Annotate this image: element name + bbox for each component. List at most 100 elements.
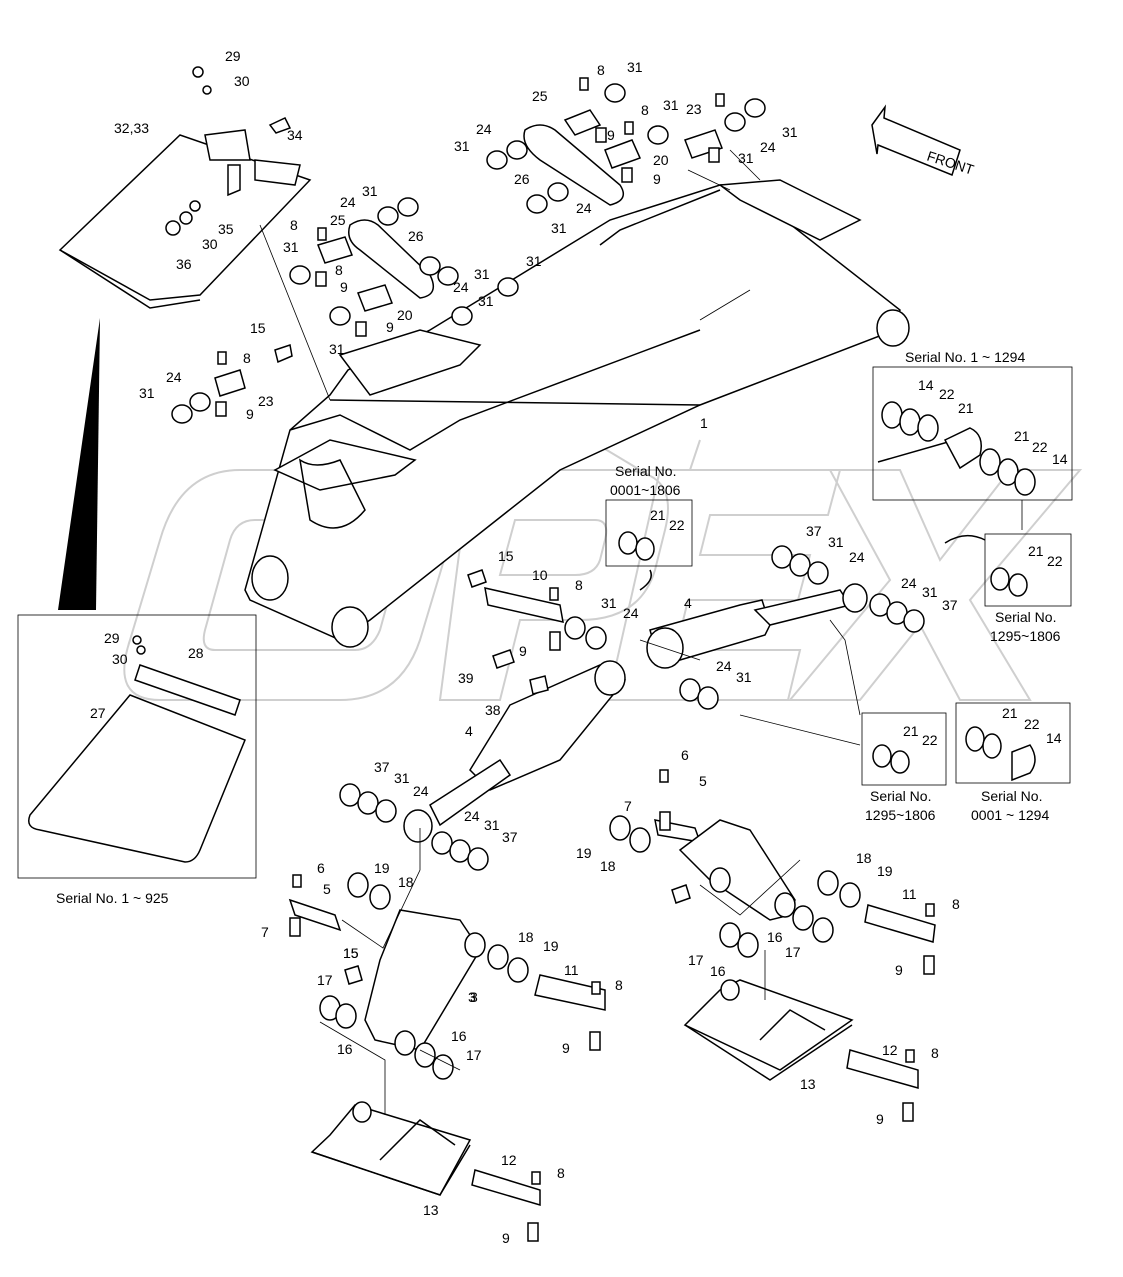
callout: 24 bbox=[453, 279, 469, 295]
callout: 11 bbox=[564, 962, 579, 978]
callout: 18 bbox=[518, 929, 534, 945]
callout: 31 bbox=[828, 534, 844, 550]
upper-link-group bbox=[214, 109, 723, 397]
callout: 17 bbox=[317, 972, 333, 988]
callout: 31 bbox=[526, 253, 542, 269]
base-plate-right bbox=[683, 979, 919, 1122]
serial-note: Serial No. bbox=[995, 609, 1056, 625]
callout: 24 bbox=[340, 194, 356, 210]
callout: 30 bbox=[202, 236, 218, 252]
direction-wedge bbox=[58, 318, 100, 610]
callout: 31 bbox=[362, 183, 378, 199]
callout: 31 bbox=[329, 341, 345, 357]
callout: 10 bbox=[532, 567, 548, 583]
callout: 17 bbox=[466, 1047, 482, 1063]
callout: 37 bbox=[374, 759, 390, 775]
callout: 15 bbox=[343, 945, 359, 961]
callout: 26 bbox=[514, 171, 530, 187]
callout: 3 bbox=[470, 989, 478, 1005]
serial-note: 0001 ~ 1294 bbox=[971, 807, 1049, 823]
washers bbox=[171, 83, 766, 424]
callout: 34 bbox=[287, 127, 303, 143]
callout: 8 bbox=[641, 102, 649, 118]
pin-10 bbox=[484, 587, 564, 623]
callout: 31 bbox=[601, 595, 617, 611]
callout: 31 bbox=[283, 239, 299, 255]
callout: 31 bbox=[736, 669, 752, 685]
callout: 24 bbox=[464, 808, 480, 824]
serial-box-1-925 bbox=[17, 614, 257, 879]
callout: 15 bbox=[343, 945, 359, 961]
callout: 31 bbox=[922, 584, 938, 600]
callout: 19 bbox=[576, 845, 592, 861]
callout: 35 bbox=[218, 221, 234, 237]
callout: 22 bbox=[1047, 553, 1063, 569]
callout: 17 bbox=[785, 944, 801, 960]
callout: 9 bbox=[653, 171, 661, 187]
callout: 31 bbox=[474, 266, 490, 282]
callout: 31 bbox=[551, 220, 567, 236]
callout: 9 bbox=[876, 1111, 884, 1127]
callout: 7 bbox=[624, 798, 632, 814]
callout: 21 bbox=[1002, 705, 1018, 721]
callout: 24 bbox=[760, 139, 776, 155]
callout: 37 bbox=[942, 597, 958, 613]
serial-note: Serial No. 1 ~ 925 bbox=[56, 890, 169, 906]
serial-box-0001-1806 bbox=[605, 499, 693, 567]
callout: 9 bbox=[246, 406, 254, 422]
callout: 22 bbox=[1032, 439, 1048, 455]
serial-note: 1295~1806 bbox=[865, 807, 936, 823]
callout: 4 bbox=[684, 595, 692, 611]
callout: 31 bbox=[782, 124, 798, 140]
callout: 24 bbox=[476, 121, 492, 137]
callout: 16 bbox=[451, 1028, 467, 1044]
callout: 14 bbox=[918, 377, 934, 393]
callout: 30 bbox=[234, 73, 250, 89]
callout: 14 bbox=[1046, 730, 1062, 746]
serial-note: Serial No. bbox=[981, 788, 1042, 804]
callout: 24 bbox=[576, 200, 592, 216]
cylinder-washers bbox=[339, 545, 925, 871]
mud-flap bbox=[28, 635, 246, 863]
callout: 26 bbox=[408, 228, 424, 244]
callout: 21 bbox=[958, 400, 974, 416]
leader-lines bbox=[319, 169, 861, 1115]
callout: 21 bbox=[1028, 543, 1044, 559]
callout: 9 bbox=[562, 1040, 570, 1056]
callout: 8 bbox=[290, 217, 298, 233]
callout: 12 bbox=[882, 1042, 898, 1058]
callout: 8 bbox=[243, 350, 251, 366]
callout: 9 bbox=[519, 643, 527, 659]
callout: 31 bbox=[484, 817, 500, 833]
callout: 38 bbox=[485, 702, 501, 718]
callout: 21 bbox=[1014, 428, 1030, 444]
callout: 14 bbox=[1052, 451, 1068, 467]
callout: 22 bbox=[939, 386, 955, 402]
bolts bbox=[215, 77, 725, 417]
callout: 31 bbox=[454, 138, 470, 154]
callout: 11 bbox=[902, 886, 917, 902]
callout: 22 bbox=[1024, 716, 1040, 732]
callout: 25 bbox=[532, 88, 548, 104]
callout: 12 bbox=[501, 1152, 517, 1168]
callout: 24 bbox=[716, 658, 732, 674]
serial-note: Serial No. 1 ~ 1294 bbox=[905, 349, 1025, 365]
callout: 24 bbox=[166, 369, 182, 385]
cover-plate bbox=[58, 66, 331, 401]
callout: 9 bbox=[386, 319, 394, 335]
callout: 18 bbox=[600, 858, 616, 874]
callout: 9 bbox=[502, 1230, 510, 1246]
transfer-arrow-right bbox=[944, 534, 986, 544]
callout: 15 bbox=[250, 320, 266, 336]
callout: 19 bbox=[543, 938, 559, 954]
callout: 39 bbox=[458, 670, 474, 686]
callout: 6 bbox=[681, 747, 689, 763]
right-bracket bbox=[609, 769, 936, 975]
callout: 23 bbox=[686, 101, 702, 117]
callout: 24 bbox=[413, 783, 429, 799]
callout: 24 bbox=[623, 605, 639, 621]
left-bracket bbox=[288, 872, 606, 1080]
callout: 8 bbox=[931, 1045, 939, 1061]
callout: 5 bbox=[699, 773, 707, 789]
